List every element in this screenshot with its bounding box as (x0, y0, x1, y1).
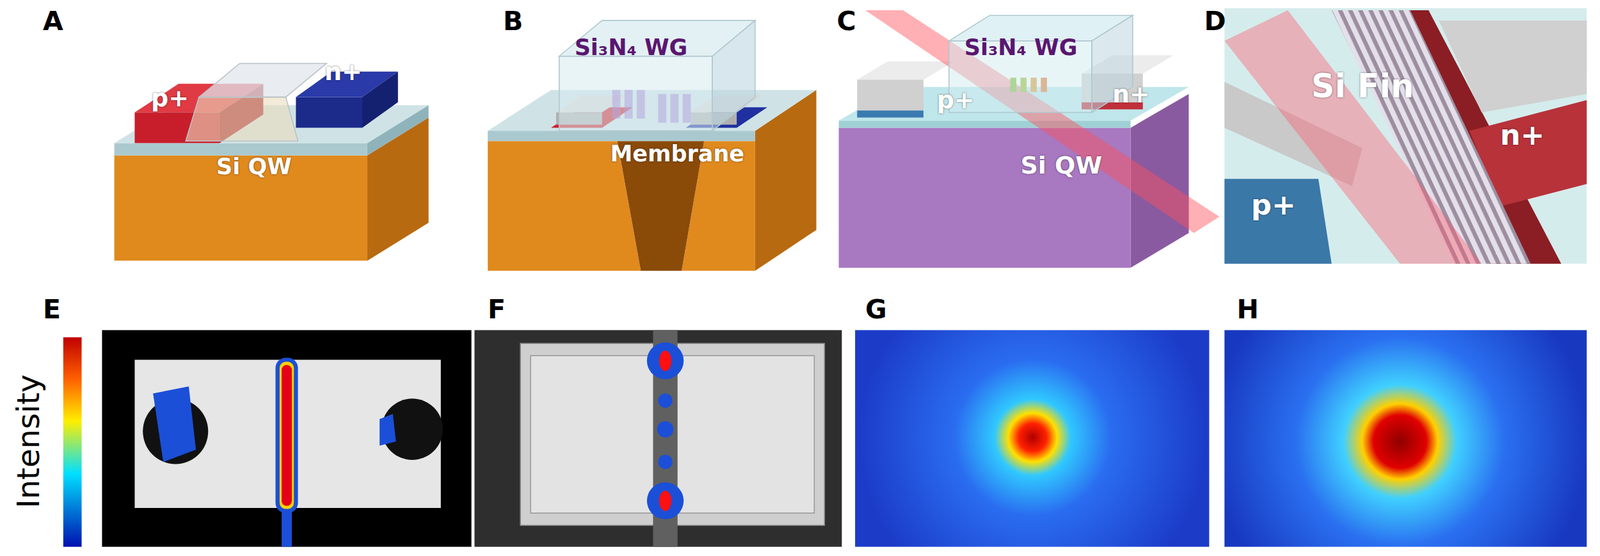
panel-letter: H (1236, 296, 1259, 323)
axis-label: Intensity (13, 374, 45, 509)
doping-label: n+ (1500, 120, 1545, 150)
membrane-label: Membrane (609, 142, 745, 166)
panel-letter: C (836, 8, 856, 35)
doping-label: p+ (1251, 190, 1296, 219)
waveguide-label: Si₃N₄ WG (964, 36, 1078, 59)
panel-letter: E (42, 296, 61, 323)
panel-letter: F (487, 296, 506, 323)
doping-label: p+ (151, 85, 189, 111)
panel-letter: A (42, 8, 64, 35)
panel-letter: B (503, 8, 523, 35)
panel-letter: G (865, 296, 888, 323)
layer-label: Si QW (1020, 152, 1103, 178)
layer-label: Si QW (216, 155, 292, 178)
panel-letter: D (1203, 8, 1226, 35)
waveguide-label: Si₃N₄ WG (574, 36, 688, 59)
doping-label: n+ (1112, 81, 1151, 107)
fin-label: Si Fin (1311, 69, 1415, 103)
doping-label: n+ (324, 59, 363, 84)
doping-label: p+ (936, 87, 975, 112)
